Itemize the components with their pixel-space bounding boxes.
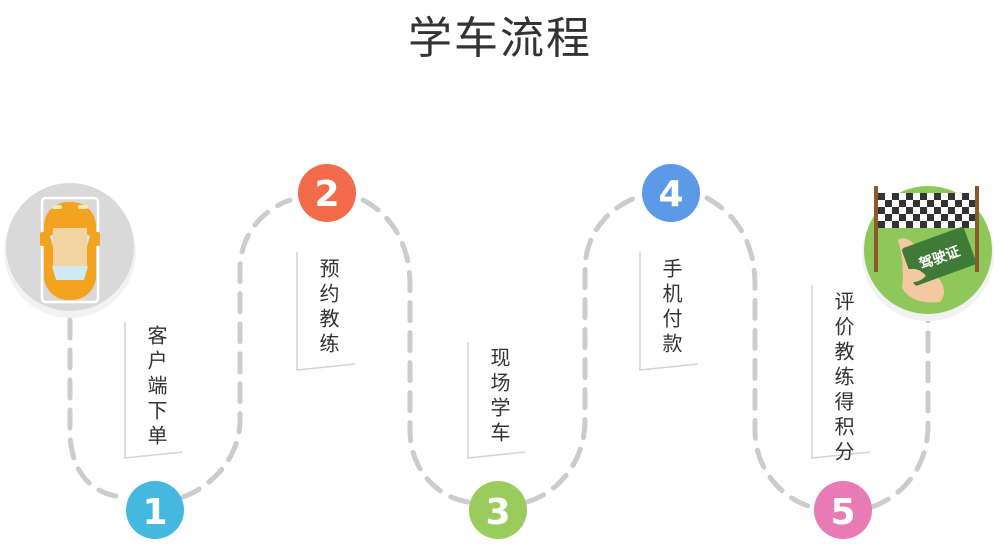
svg-text:2: 2 bbox=[314, 174, 339, 215]
checker-square bbox=[899, 207, 906, 214]
step-1-label: 客户端下单 bbox=[144, 325, 168, 450]
checker-square bbox=[927, 200, 934, 207]
checker-square bbox=[927, 214, 934, 221]
checker-square bbox=[906, 221, 913, 228]
svg-text:1: 1 bbox=[142, 492, 167, 533]
step-5-badge: 5 bbox=[814, 481, 872, 539]
checker-square bbox=[955, 214, 962, 221]
checker-square bbox=[962, 214, 969, 221]
checker-square bbox=[913, 221, 920, 228]
checker-square bbox=[920, 214, 927, 221]
checker-square bbox=[892, 200, 899, 207]
checker-square bbox=[948, 214, 955, 221]
checker-square bbox=[948, 200, 955, 207]
checker-square bbox=[899, 221, 906, 228]
driving-license-flag-icon: 驾驶证 bbox=[862, 186, 994, 321]
step-4-label: 手机付款 bbox=[659, 258, 683, 358]
checker-square bbox=[941, 214, 948, 221]
checker-square bbox=[920, 207, 927, 214]
checker-square bbox=[878, 193, 885, 200]
checker-square bbox=[934, 221, 941, 228]
checker-square bbox=[934, 200, 941, 207]
checker-square bbox=[906, 200, 913, 207]
checker-square bbox=[892, 214, 899, 221]
checker-square bbox=[948, 221, 955, 228]
checker-square bbox=[878, 214, 885, 221]
checker-square bbox=[885, 200, 892, 207]
checker-square bbox=[941, 221, 948, 228]
dashed-path bbox=[67, 195, 931, 510]
checker-square bbox=[913, 193, 920, 200]
checker-square bbox=[878, 207, 885, 214]
checker-square bbox=[892, 221, 899, 228]
checker-square bbox=[969, 221, 976, 228]
checker-square bbox=[962, 207, 969, 214]
checker-square bbox=[934, 207, 941, 214]
step-4-badge: 4 bbox=[642, 164, 700, 222]
checker-square bbox=[941, 193, 948, 200]
step-2-badge: 2 bbox=[298, 164, 356, 222]
checker-square bbox=[920, 200, 927, 207]
checker-square bbox=[920, 221, 927, 228]
checker-square bbox=[885, 214, 892, 221]
step-3-label: 现场学车 bbox=[487, 347, 511, 447]
checker-square bbox=[913, 207, 920, 214]
svg-text:5: 5 bbox=[830, 492, 855, 533]
checker-square bbox=[962, 221, 969, 228]
page-title: 学车流程 bbox=[408, 13, 592, 64]
checker-square bbox=[899, 193, 906, 200]
svg-text:3: 3 bbox=[485, 492, 510, 533]
checker-square bbox=[878, 221, 885, 228]
checker-square bbox=[955, 221, 962, 228]
step-1-badge: 1 bbox=[126, 481, 184, 539]
step-3-badge: 3 bbox=[469, 481, 527, 539]
checker-square bbox=[969, 193, 976, 200]
checker-square bbox=[906, 193, 913, 200]
checker-square bbox=[899, 214, 906, 221]
checker-square bbox=[955, 193, 962, 200]
checker-square bbox=[913, 200, 920, 207]
checker-square bbox=[927, 221, 934, 228]
label-cards bbox=[124, 252, 871, 459]
car-icon bbox=[4, 183, 136, 318]
checker-square bbox=[899, 200, 906, 207]
checker-square bbox=[934, 214, 941, 221]
checker-square bbox=[941, 200, 948, 207]
checker-square bbox=[892, 193, 899, 200]
checker-square bbox=[955, 207, 962, 214]
checker-square bbox=[962, 200, 969, 207]
checker-square bbox=[969, 214, 976, 221]
checker-square bbox=[962, 193, 969, 200]
checker-square bbox=[913, 214, 920, 221]
checker-square bbox=[955, 200, 962, 207]
checker-square bbox=[948, 207, 955, 214]
checker-square bbox=[969, 200, 976, 207]
checker-square bbox=[948, 193, 955, 200]
step-2-label: 预约教练 bbox=[316, 258, 340, 358]
checker-square bbox=[920, 193, 927, 200]
checker-square bbox=[934, 193, 941, 200]
svg-text:4: 4 bbox=[658, 174, 683, 215]
checker-square bbox=[906, 207, 913, 214]
checker-square bbox=[885, 207, 892, 214]
checker-square bbox=[892, 207, 899, 214]
checker-square bbox=[885, 221, 892, 228]
checker-square bbox=[969, 207, 976, 214]
step-5-label: 评价教练得积分 bbox=[831, 291, 855, 466]
checker-square bbox=[941, 207, 948, 214]
checker-square bbox=[878, 200, 885, 207]
checker-square bbox=[927, 193, 934, 200]
checker-square bbox=[927, 207, 934, 214]
checker-square bbox=[906, 214, 913, 221]
checker-square bbox=[885, 193, 892, 200]
